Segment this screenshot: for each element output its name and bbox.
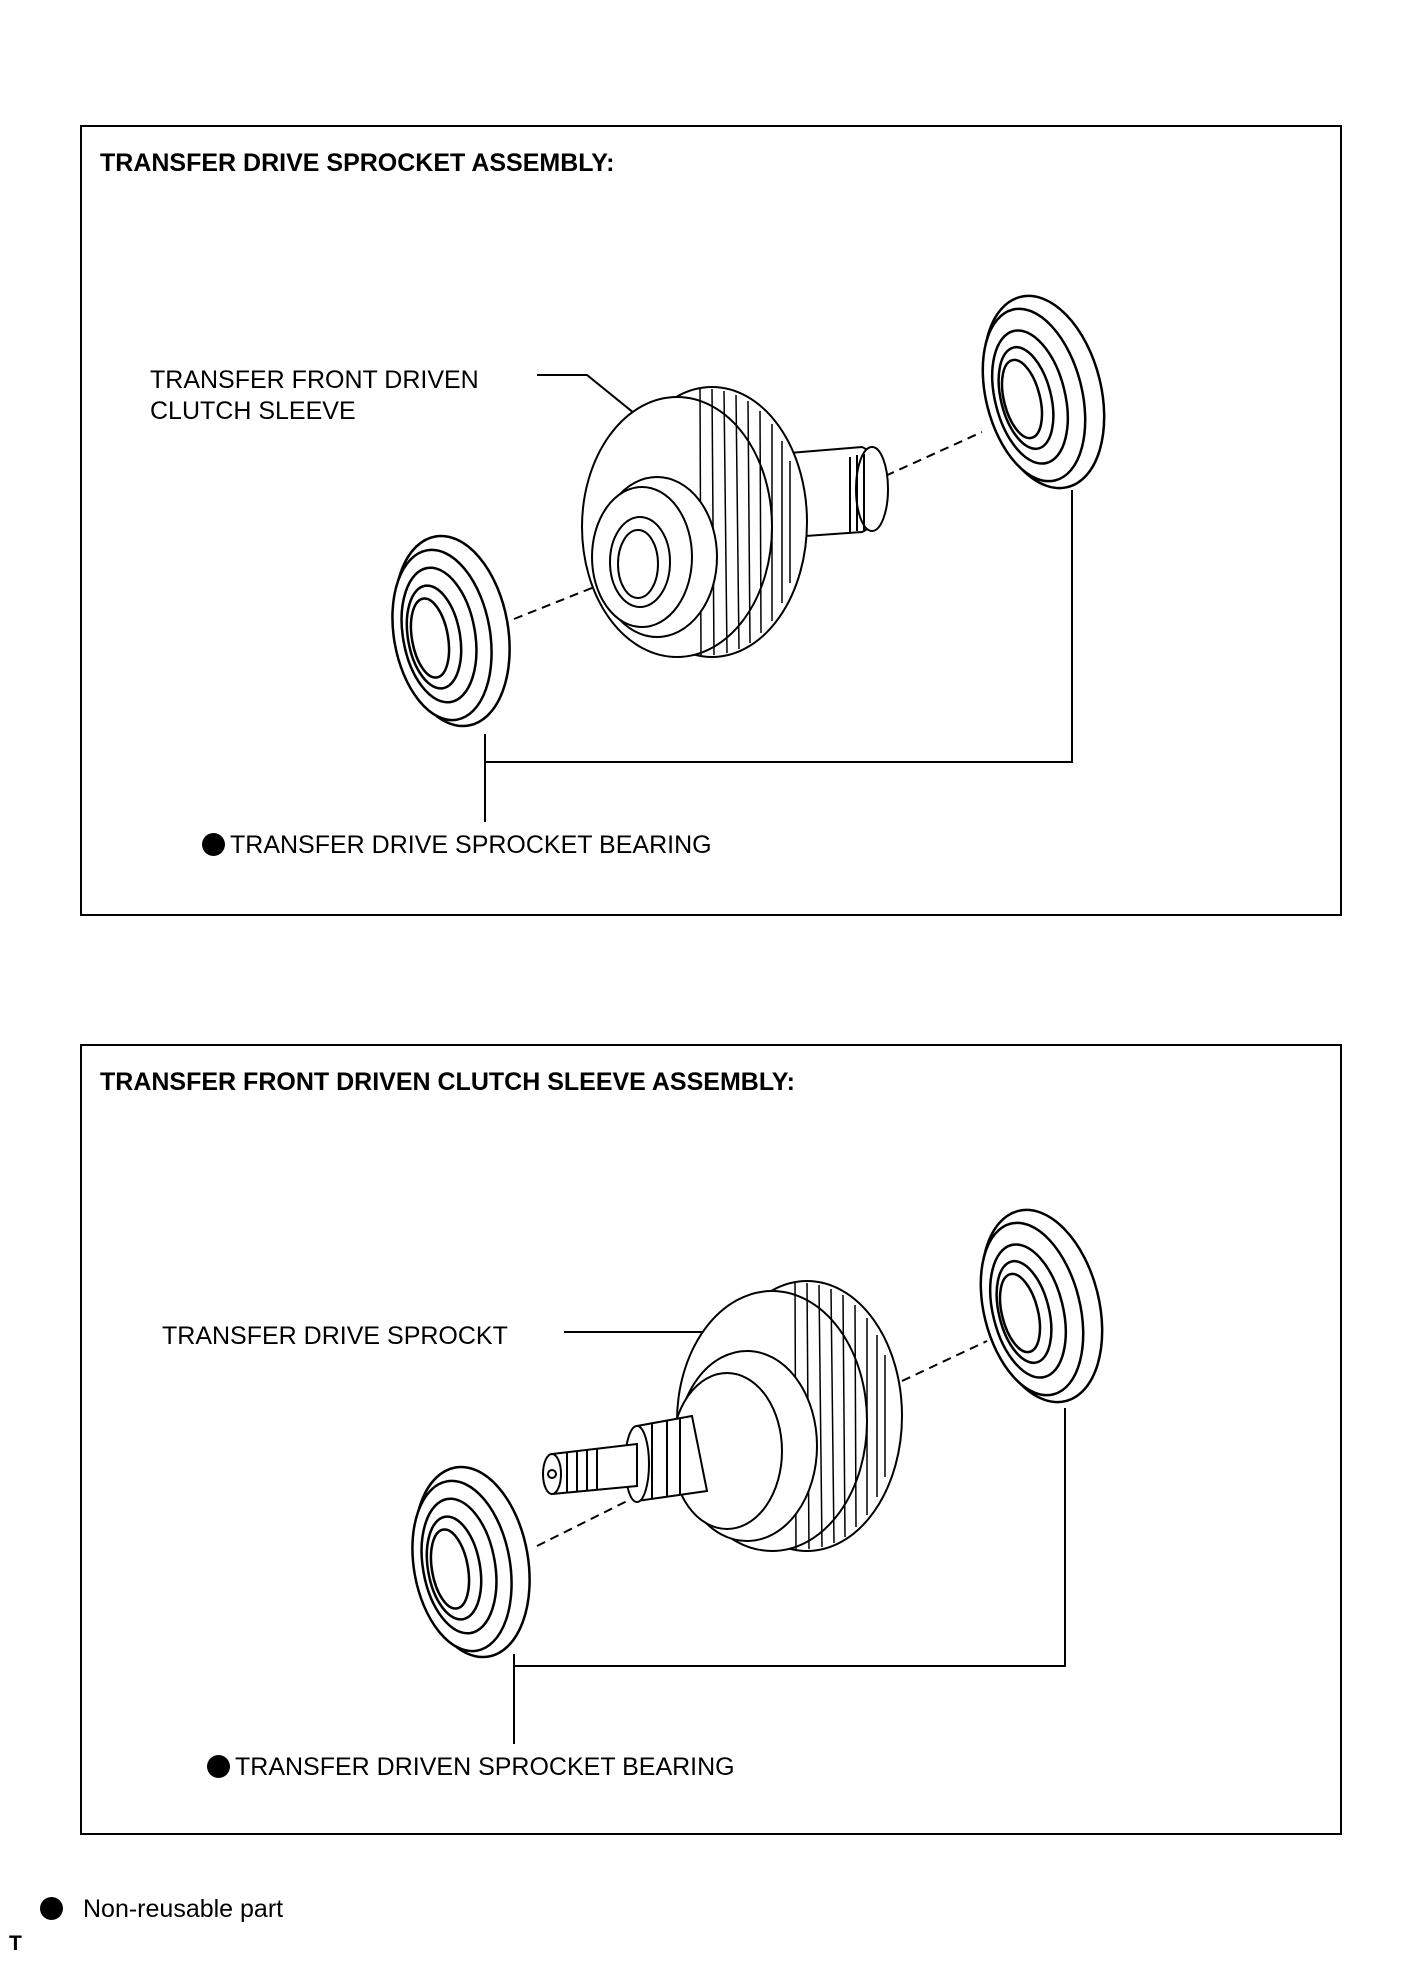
bearing-left [391,534,511,728]
part-label-drive-sprocket: TRANSFER DRIVE SPROCKT [162,1321,508,1352]
bearing-label-text: TRANSFER DRIVEN SPROCKET BEARING [235,1753,735,1781]
exploded-view-drive-sprocket [391,294,1106,822]
part-label-line-1: TRANSFER FRONT DRIVEN [150,366,479,394]
assembly-axis-left [536,1500,628,1547]
panel-title: TRANSFER FRONT DRIVEN CLUTCH SLEEVE ASSE… [100,1068,795,1096]
bearing-label: TRANSFER DRIVEN SPROCKET BEARING [207,1752,735,1783]
part-label-clutch-sleeve: TRANSFER FRONT DRIVEN CLUTCH SLEEVE [150,365,479,427]
non-reusable-dot-icon [207,1755,230,1778]
assembly-axis-right [901,1340,988,1382]
assembly-axis-left [513,573,628,620]
non-reusable-dot-icon [202,833,225,856]
gear [581,386,808,658]
bearing-right [981,294,1106,490]
bearing-bracket [514,1408,1066,1667]
corner-code: T [9,1932,22,1955]
black-dot-icon [40,1897,63,1920]
gear [671,1280,903,1552]
part-label-line-2: CLUTCH SLEEVE [150,397,356,425]
bearing-right [979,1208,1104,1404]
bearing-label: TRANSFER DRIVE SPROCKET BEARING [202,830,712,861]
diagram-panel-clutch-sleeve-assembly: TRANSFER FRONT DRIVEN CLUTCH SLEEVE ASSE… [80,1044,1342,1835]
bearing-left [411,1465,531,1659]
exploded-view-clutch-sleeve [411,1208,1104,1744]
legend-text: Non-reusable part [83,1895,284,1923]
splined-stub [542,1414,709,1503]
bearing-label-text: TRANSFER DRIVE SPROCKET BEARING [230,831,712,859]
assembly-axis-right [871,431,983,483]
panel-title: TRANSFER DRIVE SPROCKET ASSEMBLY: [100,149,615,177]
bearing-bracket [485,490,1073,763]
diagram-panel-drive-sprocket-assembly: TRANSFER DRIVE SPROCKET ASSEMBLY: [80,125,1342,916]
part-label-line-1: TRANSFER DRIVE SPROCKT [162,1322,508,1350]
legend: Non-reusable part [40,1895,283,1924]
